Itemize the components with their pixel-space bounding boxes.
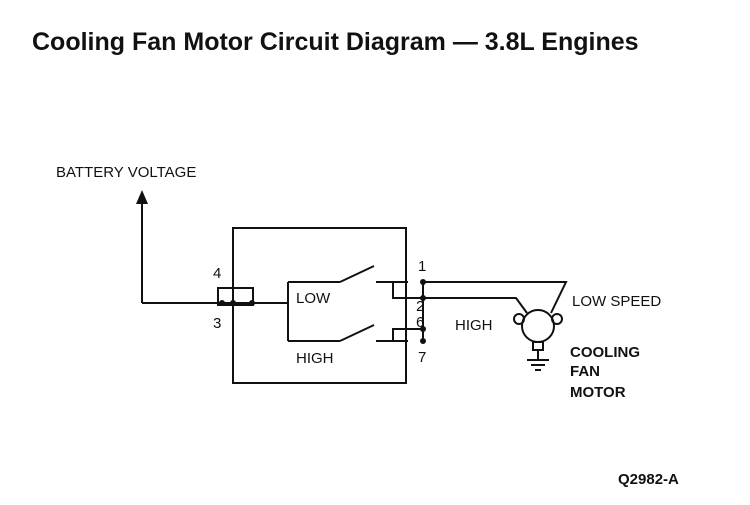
motor-label-line3: MOTOR (570, 384, 626, 401)
pin-2-label: 2 (416, 298, 424, 315)
pin-1-2-jumper (392, 282, 423, 299)
pin-6-label: 6 (416, 314, 424, 331)
battery-voltage-label: BATTERY VOLTAGE (56, 164, 196, 181)
battery-voltage-arrow (136, 190, 148, 303)
high-speed-wire (423, 297, 528, 314)
low-switch (288, 265, 408, 283)
pin-6-7-jumper (392, 328, 423, 341)
relay-coil (217, 287, 254, 306)
high-switch (288, 324, 408, 342)
junction-dot (420, 338, 426, 344)
ground-symbol (527, 359, 549, 371)
junction-dot (230, 300, 236, 306)
high-wire-label: HIGH (455, 317, 493, 334)
low-switch-label: LOW (296, 290, 331, 307)
junction-dot (420, 326, 426, 332)
pin-1-label: 1 (418, 258, 426, 275)
low-speed-wire (423, 281, 568, 314)
pin-7-label: 7 (418, 349, 426, 366)
junction-dot (249, 300, 255, 306)
motor-label-line2: FAN (570, 363, 600, 380)
cooling-fan-motor (513, 309, 563, 360)
page-title: Cooling Fan Motor Circuit Diagram — 3.8L… (32, 28, 639, 56)
low-speed-label: LOW SPEED (572, 293, 661, 310)
pin-3-label: 3 (213, 315, 221, 332)
junction-dot (219, 300, 225, 306)
pin-4-label: 4 (213, 265, 221, 282)
high-switch-label: HIGH (296, 350, 334, 367)
motor-label-line1: COOLING (570, 344, 640, 361)
figure-id: Q2982-A (618, 471, 679, 488)
